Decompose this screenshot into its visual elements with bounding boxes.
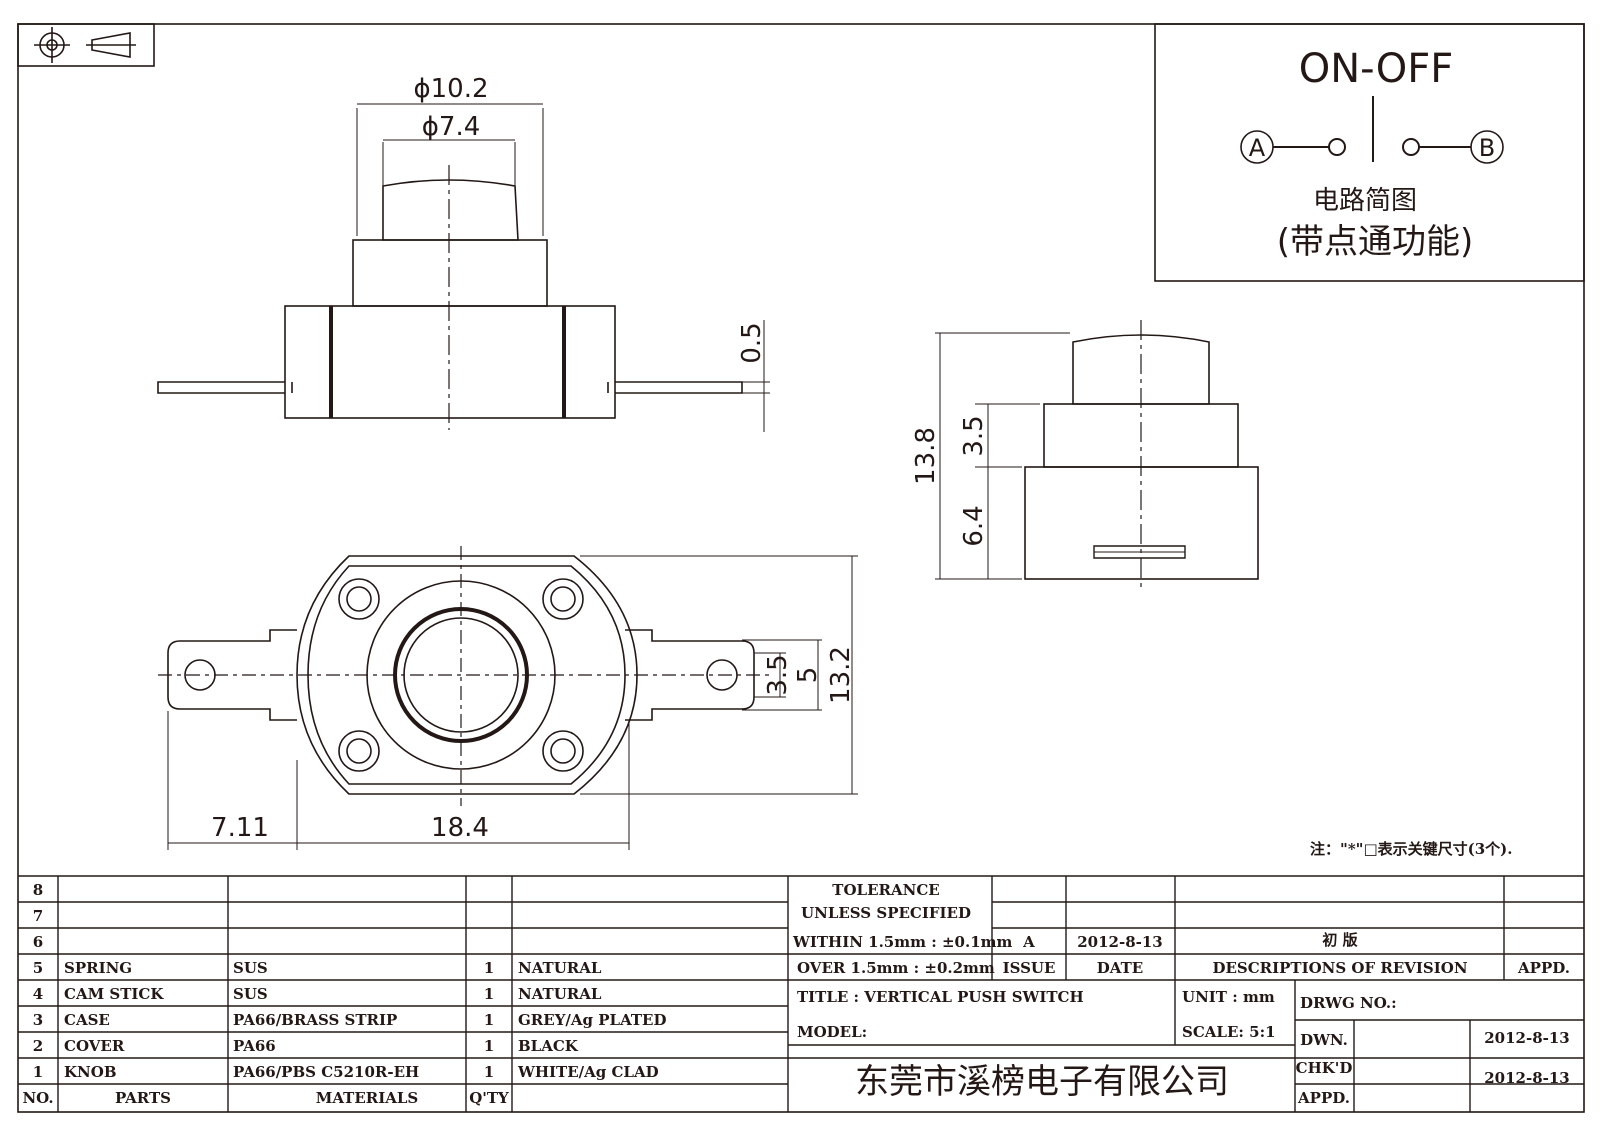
bom-part: CAM STICK [64,985,164,1003]
bom-part: CASE [64,1011,110,1029]
bom-material: PA66/BRASS STRIP [233,1011,397,1029]
dim-total-height: 13.8 [911,427,941,485]
dwn-label: DWN. [1300,1031,1348,1049]
bom-header-materials: MATERIALS [316,1089,419,1107]
tolerance-line1: TOLERANCE [832,881,939,899]
revision-appd-label: APPD. [1517,959,1570,977]
date-label: DATE [1097,959,1143,977]
bom-header-parts: PARTS [115,1089,171,1107]
dim-body-length: 18.4 [431,813,489,843]
unit-label: UNIT : mm [1182,988,1275,1006]
dim-terminal-thickness: 0.5 [737,322,767,363]
issue-label: ISSUE [1003,959,1056,977]
revision-date: 2012-8-13 [1077,933,1163,951]
title-block-grid [18,875,1584,1112]
tolerance-within: WITHIN 1.5mm : ±0.1mm [792,933,1013,951]
appd-label: APPD. [1297,1089,1350,1107]
dim-hole-spacing-inner: 3.5 [763,654,793,695]
bom-no: 1 [33,1063,43,1081]
bom-header-qty: Q'TY [469,1089,509,1107]
dim-top-outer-dia: ϕ10.2 [413,74,488,104]
revision-issue: A [1022,933,1035,951]
bom-material: PA66 [233,1037,276,1055]
bom-no: 8 [33,881,43,899]
dwn-date: 2012-8-13 [1484,1029,1570,1047]
revision-description: 初 版 [1322,931,1357,949]
bom-no: 3 [33,1011,43,1029]
bom-finish: NATURAL [518,985,602,1003]
bom-material: PA66/PBS C5210R-EH [233,1063,419,1081]
dim-body-width: 13.2 [826,646,856,704]
dim-top-inner-dia: ϕ7.4 [422,112,481,142]
company-name: 东莞市溪榜电子有限公司 [855,1062,1229,1102]
bom-qty: 1 [484,1063,494,1081]
top-view [158,546,858,850]
terminal-b-label: B [1479,134,1495,162]
drawing-title: TITLE : VERTICAL PUSH SWITCH [797,988,1084,1006]
bom-finish: BLACK [518,1037,579,1055]
tolerance-revision: TOLERANCE UNLESS SPECIFIED WITHIN 1.5mm … [792,881,1570,977]
bom-finish: NATURAL [518,959,602,977]
dim-upper-height: 3.5 [959,415,989,456]
tolerance-line2: UNLESS SPECIFIED [801,904,971,922]
tolerance-over: OVER 1.5mm : ±0.2mm [797,959,995,977]
bom-table: 8 7 6 5 SPRING SUS 1 NATURAL 4 CAM STICK… [22,881,666,1107]
scale-label: SCALE: 5:1 [1182,1023,1276,1041]
projection-symbol [17,23,155,67]
descriptions-label: DESCRIPTIONS OF REVISION [1212,959,1467,977]
circuit-diagram [1154,23,1585,282]
bom-material: SUS [233,959,268,977]
circuit-subcaption: (带点通功能) [1277,222,1474,262]
bom-no: 2 [33,1037,43,1055]
bom-material: SUS [233,985,268,1003]
bom-header-no: NO. [22,1089,53,1107]
circuit-caption: 电路简图 [1313,186,1417,216]
side-view [935,320,1259,592]
bom-qty: 1 [484,959,494,977]
terminal-a-label: A [1249,134,1266,162]
dim-body-height: 6.4 [959,505,989,546]
drwg-no-label: DRWG NO.: [1300,994,1397,1012]
bom-part: SPRING [64,959,132,977]
key-dimension-note: 注："*"□表示关键尺寸(3个). [1310,840,1513,858]
bom-no: 7 [33,907,43,925]
bom-no: 5 [33,959,43,977]
dim-tab-length: 7.11 [211,813,269,843]
bom-qty: 1 [484,1037,494,1055]
circuit-title: ON-OFF [1299,46,1453,92]
title-block: TITLE : VERTICAL PUSH SWITCH UNIT : mm D… [797,988,1570,1107]
chkd-label: CHK'D [1296,1059,1353,1077]
bom-no: 4 [33,985,43,1003]
chkd-date: 2012-8-13 [1484,1069,1570,1087]
bom-no: 6 [33,933,43,951]
front-view [157,103,770,432]
bom-part: KNOB [64,1063,117,1081]
bom-qty: 1 [484,1011,494,1029]
bom-qty: 1 [484,985,494,1003]
model-label: MODEL: [797,1023,867,1041]
bom-finish: GREY/Ag PLATED [518,1011,667,1029]
sheet-border [17,23,1585,1113]
bom-part: COVER [64,1037,125,1055]
dim-hole-spacing-outer: 5 [793,667,823,684]
bom-finish: WHITE/Ag CLAD [517,1063,659,1081]
